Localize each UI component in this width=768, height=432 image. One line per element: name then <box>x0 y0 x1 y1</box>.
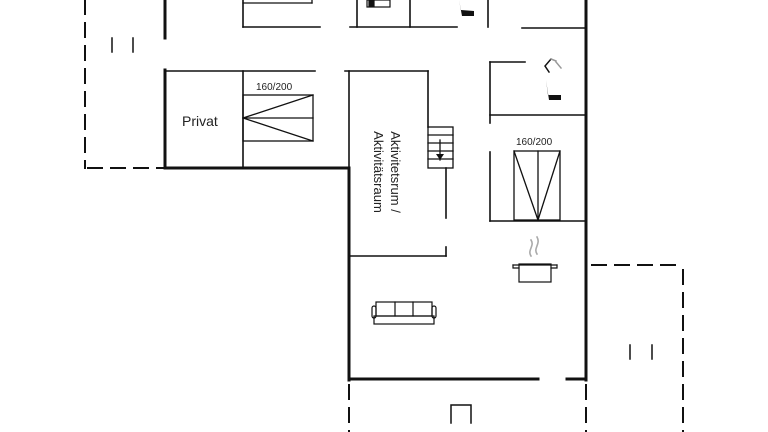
terrace-outline-left <box>84 0 164 169</box>
room-label-line: Aktivitätsraum <box>371 131 386 213</box>
sofa-icon <box>371 301 437 325</box>
stair-down-arrow-icon <box>436 154 444 160</box>
toilet-icon <box>459 0 474 16</box>
cooking-pot-icon <box>512 263 558 283</box>
room-label-privat: Privat <box>182 113 218 129</box>
steam-icon <box>529 235 539 258</box>
terrace-outline-right <box>348 264 684 432</box>
window-marks <box>111 37 653 360</box>
toilet-icon <box>546 80 561 100</box>
room-label-activity: Aktivitetsrum / Aktivitätsraum <box>370 112 404 232</box>
exterior-walls <box>163 0 588 382</box>
bed-size-label: 160/200 <box>516 137 553 148</box>
interior-walls <box>164 0 587 257</box>
shower-icon <box>544 57 553 74</box>
bed-privat <box>242 94 314 142</box>
stove-icon <box>366 0 391 8</box>
room-label-line: Aktivitetsrum / <box>388 131 403 213</box>
entrance-step <box>450 404 472 424</box>
bed-top <box>242 0 313 4</box>
bed-size-label: 160/200 <box>256 82 293 93</box>
staircase <box>427 126 454 169</box>
bed-right <box>513 150 561 221</box>
shower-head-icon <box>550 58 563 70</box>
